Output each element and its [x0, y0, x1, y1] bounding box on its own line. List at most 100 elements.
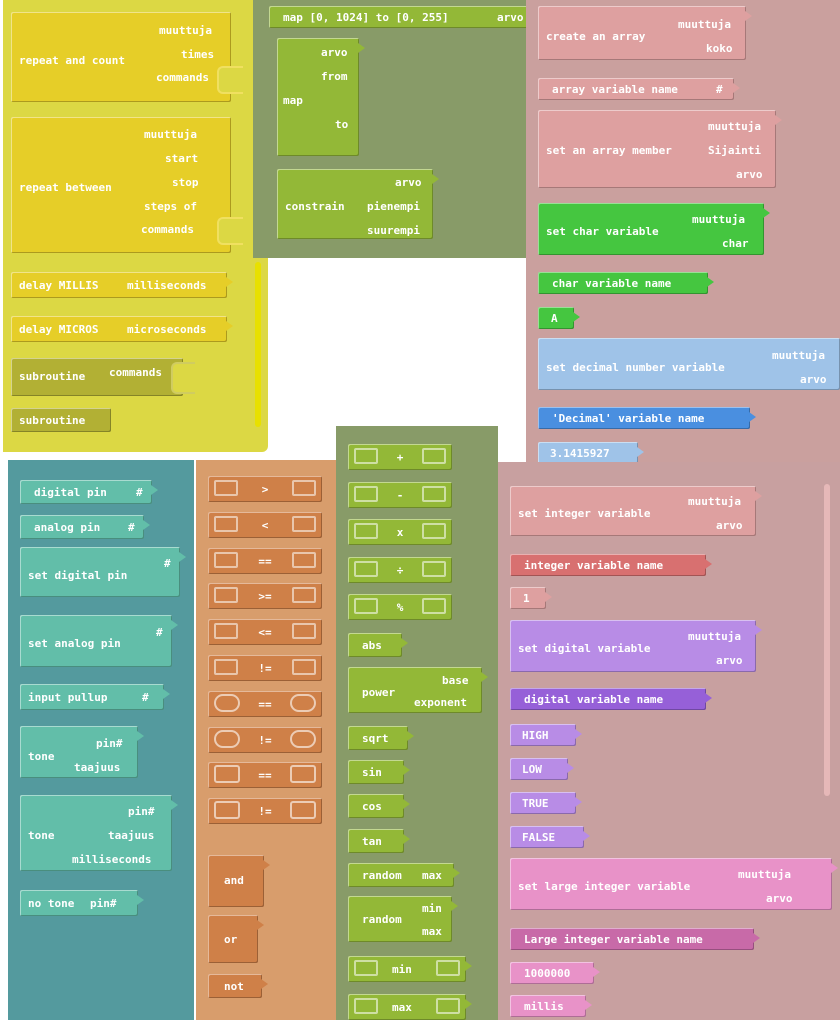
- max-right-slot[interactable]: [436, 998, 460, 1014]
- logic-op-right-slot[interactable]: [292, 480, 316, 496]
- math-op-block[interactable]: %: [348, 594, 452, 620]
- subroutine-call-block[interactable]: subroutine: [11, 408, 111, 432]
- max-left-slot[interactable]: [354, 998, 378, 1014]
- false-block[interactable]: FALSE: [510, 826, 584, 848]
- subroutine-slot[interactable]: [171, 362, 195, 394]
- analog-pin-block[interactable]: analog pin #: [20, 515, 144, 539]
- math-op-right-slot[interactable]: [422, 448, 446, 464]
- math-op-block[interactable]: -: [348, 481, 452, 508]
- set-digital-var-block[interactable]: set digital variable muuttuja arvo: [510, 620, 756, 672]
- logic-op-right-slot[interactable]: [292, 587, 316, 604]
- large-value-block[interactable]: 1000000: [510, 962, 594, 984]
- low-block[interactable]: LOW: [510, 758, 568, 780]
- logic-op-right-slot[interactable]: [290, 693, 316, 712]
- logic-op-left-slot[interactable]: [214, 515, 238, 532]
- char-value-block[interactable]: A: [538, 307, 574, 329]
- power-block[interactable]: power base exponent: [348, 667, 482, 713]
- abs-block[interactable]: abs: [348, 633, 402, 657]
- math-op-right-slot[interactable]: [422, 523, 446, 539]
- logic-op-block[interactable]: ==: [208, 690, 322, 717]
- math-op-left-slot[interactable]: [354, 523, 378, 539]
- logic-op-block[interactable]: <: [208, 511, 322, 538]
- millis-block[interactable]: millis: [510, 995, 586, 1017]
- cos-block[interactable]: cos: [348, 794, 404, 818]
- set-digital-pin-block[interactable]: set digital pin #: [20, 547, 180, 597]
- true-block[interactable]: TRUE: [510, 792, 576, 814]
- tan-block[interactable]: tan: [348, 829, 404, 853]
- logic-op-left-slot[interactable]: [214, 729, 240, 748]
- logic-op-right-slot[interactable]: [292, 515, 316, 532]
- map-simple-block[interactable]: map [0, 1024] to [0, 255] arvo: [269, 6, 531, 28]
- create-array-block[interactable]: create an array muuttuja koko: [538, 6, 746, 60]
- map-block[interactable]: map arvo from to: [277, 38, 359, 156]
- math-op-right-slot[interactable]: [422, 598, 446, 614]
- min-right-slot[interactable]: [436, 960, 460, 976]
- logic-op-right-slot[interactable]: [290, 765, 316, 784]
- set-decimal-block[interactable]: set decimal number variable muuttuja arv…: [538, 338, 840, 390]
- math-op-left-slot[interactable]: [354, 560, 378, 577]
- logic-op-left-slot[interactable]: [214, 623, 238, 640]
- delay-millis-block[interactable]: delay MILLIS milliseconds: [11, 272, 227, 298]
- math-op-block[interactable]: x: [348, 519, 452, 545]
- yellow-scrollbar[interactable]: [255, 262, 261, 427]
- math-op-left-slot[interactable]: [354, 448, 378, 464]
- logic-op-left-slot[interactable]: [214, 551, 238, 568]
- decimal-name-block[interactable]: 'Decimal' variable name: [538, 407, 750, 429]
- logic-op-block[interactable]: !=: [208, 726, 322, 753]
- math-op-block[interactable]: +: [348, 444, 452, 470]
- math-op-block[interactable]: ÷: [348, 556, 452, 583]
- math-op-right-slot[interactable]: [422, 485, 446, 502]
- logic-op-block[interactable]: >: [208, 476, 322, 502]
- logic-op-left-slot[interactable]: [214, 693, 240, 712]
- logic-op-block[interactable]: >=: [208, 583, 322, 610]
- integer-name-block[interactable]: integer variable name: [510, 554, 706, 576]
- subroutine-commands-block[interactable]: subroutine commands: [11, 358, 195, 396]
- no-tone-block[interactable]: no tone pin#: [20, 890, 138, 916]
- logic-op-left-slot[interactable]: [214, 765, 240, 784]
- math-op-right-slot[interactable]: [422, 560, 446, 577]
- digital-pin-block[interactable]: digital pin #: [20, 480, 152, 504]
- decimal-value-block[interactable]: 3.1415927: [538, 442, 638, 464]
- math-op-left-slot[interactable]: [354, 598, 378, 614]
- logic-op-left-slot[interactable]: [214, 587, 238, 604]
- min-left-slot[interactable]: [354, 960, 378, 976]
- logic-op-block[interactable]: <=: [208, 619, 322, 646]
- high-block[interactable]: HIGH: [510, 724, 576, 746]
- logic-op-left-slot[interactable]: [214, 480, 238, 496]
- or-block[interactable]: or: [208, 915, 258, 963]
- repeat-between-block[interactable]: repeat between muuttuja start stop steps…: [11, 117, 243, 253]
- constrain-block[interactable]: constrain arvo pienempi suurempi: [277, 169, 433, 239]
- logic-op-right-slot[interactable]: [290, 801, 316, 820]
- math-op-left-slot[interactable]: [354, 485, 378, 502]
- delay-micros-block[interactable]: delay MICROS microseconds: [11, 316, 227, 342]
- logic-op-right-slot[interactable]: [290, 729, 316, 748]
- digital-var-name-block[interactable]: digital variable name: [510, 688, 706, 710]
- sqrt-block[interactable]: sqrt: [348, 726, 408, 750]
- logic-op-right-slot[interactable]: [292, 623, 316, 640]
- logic-op-right-slot[interactable]: [292, 551, 316, 568]
- logic-op-block[interactable]: !=: [208, 798, 322, 825]
- min-block[interactable]: min: [348, 956, 466, 982]
- and-block[interactable]: and: [208, 855, 264, 907]
- array-name-block[interactable]: array variable name #: [538, 78, 734, 100]
- set-array-member-block[interactable]: set an array member muuttuja Sijainti ar…: [538, 110, 776, 188]
- sin-block[interactable]: sin: [348, 760, 404, 784]
- set-large-block[interactable]: set large integer variable muuttuja arvo: [510, 858, 832, 910]
- tone-block[interactable]: tone pin# taajuus: [20, 726, 138, 778]
- integer-value-block[interactable]: 1: [510, 587, 546, 609]
- large-name-block[interactable]: Large integer variable name: [510, 928, 754, 950]
- input-pullup-block[interactable]: input pullup #: [20, 684, 164, 710]
- logic-op-block[interactable]: ==: [208, 762, 322, 789]
- char-name-block[interactable]: char variable name: [538, 272, 708, 294]
- set-analog-pin-block[interactable]: set analog pin #: [20, 615, 172, 667]
- variables-scrollbar[interactable]: [824, 484, 830, 796]
- repeat-count-slot[interactable]: [217, 66, 243, 94]
- logic-op-left-slot[interactable]: [214, 659, 238, 675]
- max-block[interactable]: max: [348, 994, 466, 1020]
- logic-op-block[interactable]: ==: [208, 547, 322, 574]
- logic-op-right-slot[interactable]: [292, 659, 316, 675]
- logic-op-left-slot[interactable]: [214, 801, 240, 820]
- repeat-between-slot[interactable]: [217, 217, 243, 245]
- random-max-block[interactable]: random max: [348, 863, 454, 887]
- repeat-and-count-block[interactable]: repeat and count muuttuja times commands: [11, 12, 243, 102]
